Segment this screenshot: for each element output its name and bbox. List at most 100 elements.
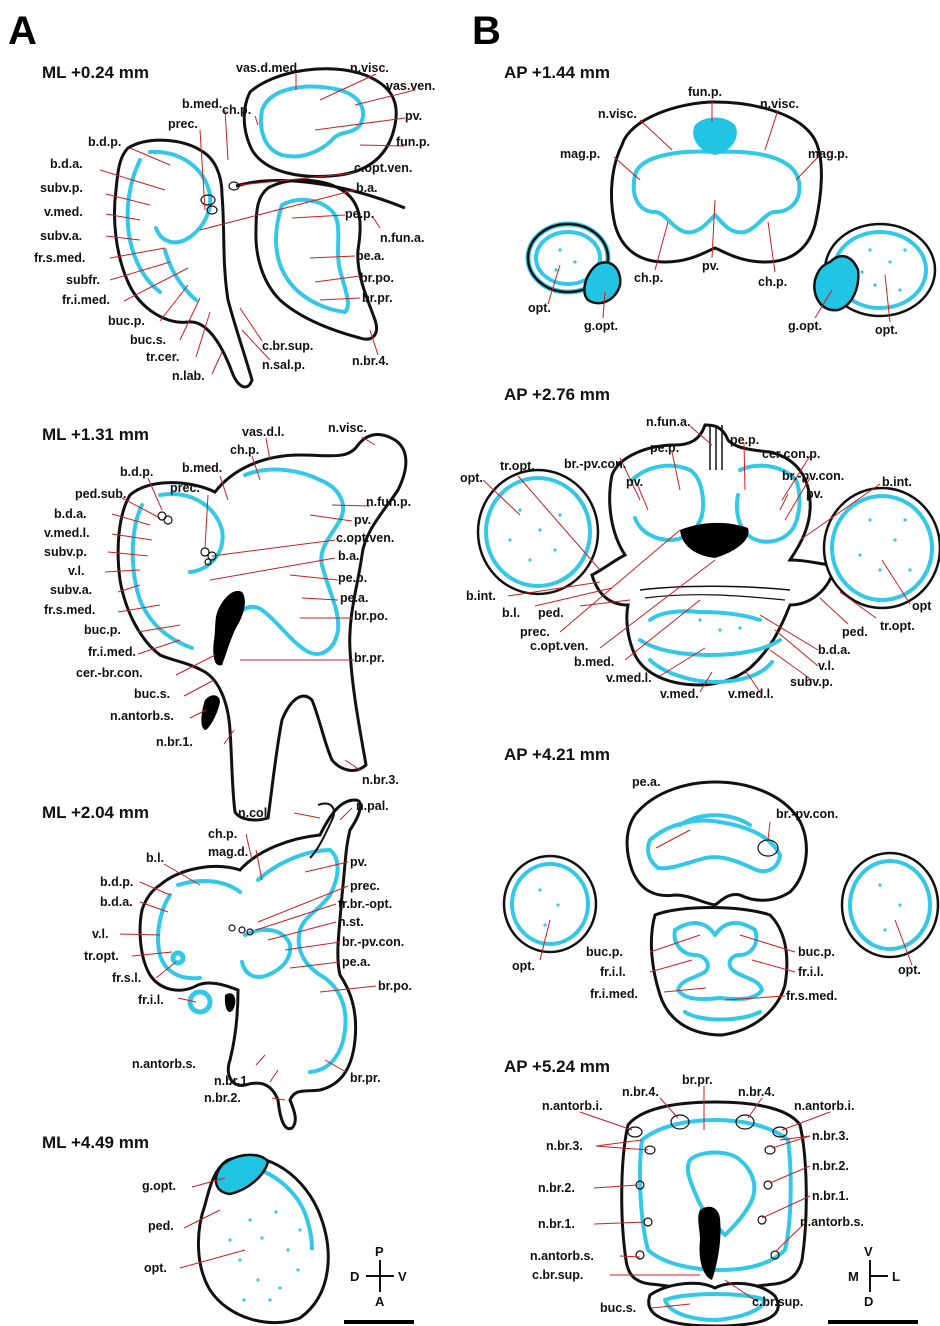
label-b-med: b.med.	[182, 97, 222, 111]
label-tr-opt-6a: tr.opt.	[500, 459, 535, 473]
label-buc-p-7b: buc.p.	[798, 945, 835, 959]
label-pe-p: pe.p.	[345, 207, 374, 221]
label-buc-p-2: buc.p.	[84, 623, 121, 637]
section-title-ap-276: AP +2.76 mm	[504, 385, 610, 404]
label-n-br-3-8a: n.br.3.	[546, 1139, 583, 1153]
label-b-med-6: b.med.	[574, 655, 614, 669]
label-n-antorb-i-8b: n.antorb.i.	[794, 1099, 854, 1113]
label-b-d-a: b.d.a.	[50, 157, 83, 171]
label-opt-5b: opt.	[875, 323, 898, 337]
label-br-pr-3: br.pr.	[350, 1071, 381, 1085]
label-fun-p-5: fun.p.	[688, 85, 722, 99]
label-pv-2: pv.	[354, 513, 371, 527]
orientation-b-bottom: D	[864, 1294, 873, 1309]
label-subv-p: subv.p.	[40, 181, 83, 195]
label-subfr: subfr.	[66, 273, 100, 287]
label-ch-p-3: ch.p.	[208, 827, 237, 841]
label-br-pv-con-6b: br.-pv.con.	[782, 469, 844, 483]
section-ml-449-labels: g.opt. ped. opt.	[142, 1179, 176, 1275]
orientation-b-right: L	[892, 1269, 900, 1284]
label-n-antorb-i-8a: n.antorb.i.	[542, 1099, 602, 1113]
label-opt-7b: opt.	[898, 963, 921, 977]
label-prec: prec.	[168, 117, 198, 131]
label-n-antorb-s-8a: n.antorb.s.	[530, 1249, 594, 1263]
label-b-d-p: b.d.p.	[88, 135, 121, 149]
label-tr-cer: tr.cer.	[146, 350, 179, 364]
label-n-pal: n.pal.	[356, 799, 389, 813]
orientation-b-top: V	[864, 1244, 873, 1259]
label-pv-5: pv.	[702, 259, 719, 273]
label-br-po-3: br.po.	[378, 979, 412, 993]
label-pe-p-6b: pe.p.	[730, 433, 759, 447]
label-buc-s: buc.s.	[130, 333, 166, 347]
label-tr-br-opt: tr.br.-opt.	[338, 897, 392, 911]
label-v-l-3: v.l.	[92, 927, 108, 941]
label-prec-2: prec.	[170, 481, 200, 495]
orientation-marker-b: V M L D	[848, 1244, 900, 1309]
label-n-fun-p: n.fun.p.	[366, 495, 411, 509]
label-b-d-p-2: b.d.p.	[120, 465, 153, 479]
label-b-a: b.a.	[356, 181, 378, 195]
label-c-opt-ven-6: c.opt.ven.	[530, 639, 588, 653]
orientation-b-left: M	[848, 1269, 859, 1284]
section-title-ap-144: AP +1.44 mm	[504, 63, 610, 82]
label-n-st: n.st.	[338, 915, 364, 929]
label-b-int-6b: b.int.	[466, 589, 496, 603]
label-n-antorb-s-3: n.antorb.s.	[132, 1057, 196, 1071]
label-v-med-l: v.med.l.	[44, 526, 90, 540]
label-n-br-4-8b: n.br.4.	[738, 1085, 775, 1099]
orientation-a-bottom: A	[375, 1294, 385, 1309]
label-v-med-6: v.med.	[660, 687, 699, 701]
label-prec-6: prec.	[520, 625, 550, 639]
label-g-opt-5a: g.opt.	[584, 319, 618, 333]
label-br-pr-8: br.pr.	[682, 1073, 713, 1087]
label-opt-7a: opt.	[512, 959, 535, 973]
label-opt-6b: opt	[912, 599, 932, 613]
section-title-ml-024: ML +0.24 mm	[42, 63, 149, 82]
label-pv-6a: pv.	[626, 475, 643, 489]
label-pe-a-3: pe.a.	[342, 955, 371, 969]
section-title-ml-449: ML +4.49 mm	[42, 1133, 149, 1152]
label-buc-s-2: buc.s.	[134, 687, 170, 701]
label-ch-p: ch.p.	[222, 103, 251, 117]
orientation-a-right: V	[398, 1269, 407, 1284]
label-b-d-a-6: b.d.a.	[818, 643, 851, 657]
section-title-ml-204: ML +2.04 mm	[42, 803, 149, 822]
panel-letter-b: B	[472, 9, 501, 53]
label-n-visc-5a: n.visc.	[598, 107, 637, 121]
label-ped-6a: ped.	[538, 606, 564, 620]
label-pv-6b: pv.	[806, 487, 823, 501]
label-mag-p-5b: mag.p.	[808, 147, 848, 161]
label-ch-p-5a: ch.p.	[634, 271, 663, 285]
label-br-pv-con-6a: br.-pv.con.	[564, 457, 626, 471]
label-tr-opt: tr.opt.	[84, 949, 119, 963]
label-pe-p-6a: pe.p.	[650, 441, 679, 455]
label-b-d-a-2: b.d.a.	[54, 507, 87, 521]
label-c-opt-ven: c.opt.ven.	[354, 161, 412, 175]
label-b-l-6: b.l.	[502, 606, 520, 620]
label-mag-p-5a: mag.p.	[560, 147, 600, 161]
label-pe-a: pe.a.	[356, 249, 385, 263]
label-n-sal-p: n.sal.p.	[262, 358, 305, 372]
section-title-ap-524: AP +5.24 mm	[504, 1057, 610, 1076]
label-fr-i-l-7b: fr.i.l.	[798, 965, 824, 979]
label-pv: pv.	[405, 109, 422, 123]
label-v-med-l-6b: v.med.l.	[728, 687, 774, 701]
label-n-br-1-8b: n.br.1.	[812, 1189, 849, 1203]
label-fun-p: fun.p.	[396, 135, 430, 149]
label-cer-con-p: cer.con.p.	[762, 447, 820, 461]
label-b-d-a-3: b.d.a.	[100, 895, 133, 909]
label-ch-p-5b: ch.p.	[758, 275, 787, 289]
label-b-int-6a: b.int.	[882, 475, 912, 489]
label-n-br-1-8a: n.br.1.	[538, 1217, 575, 1231]
label-v-l-6: v.l.	[818, 659, 834, 673]
section-title-ml-131: ML +1.31 mm	[42, 425, 149, 444]
label-n-br-3: n.br.3.	[362, 773, 399, 787]
label-br-pv-con-7: br.-pv.con.	[776, 807, 838, 821]
label-subv-a-2: subv.a.	[50, 583, 92, 597]
label-n-lab: n.lab.	[172, 369, 205, 383]
section-ml-131-drawing	[118, 435, 406, 820]
label-subv-p-6: subv.p.	[790, 675, 833, 689]
label-n-br-2: n.br.2.	[204, 1091, 241, 1105]
